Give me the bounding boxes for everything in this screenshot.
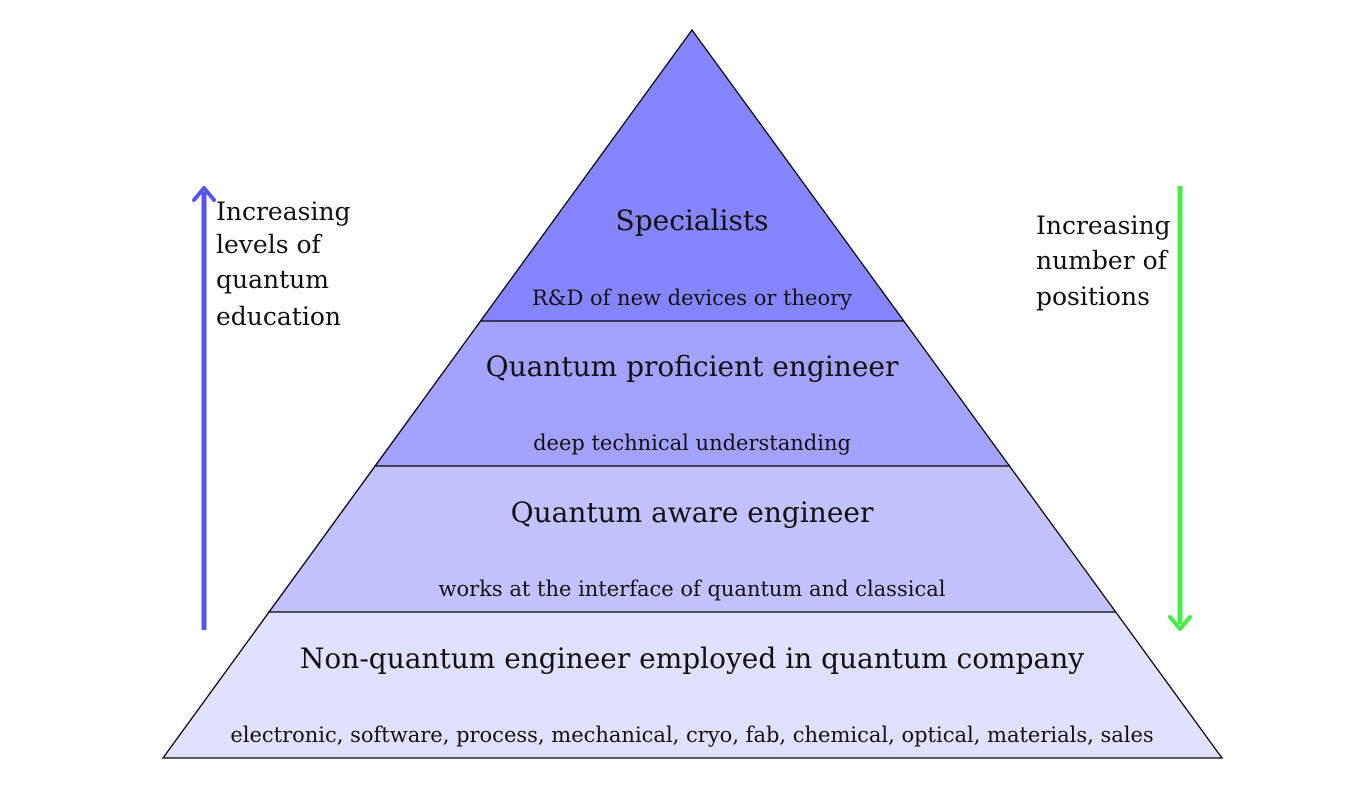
right-arrow-head: [1168, 615, 1192, 631]
level-4-band: [163, 612, 1222, 758]
right-down-arrow-icon: [1168, 186, 1192, 631]
level-2-title: Quantum proficient engineer: [486, 350, 899, 383]
level-4-subtitle: electronic, software, process, mechanica…: [230, 723, 1153, 747]
level-3-band: [268, 466, 1116, 612]
level-3-subtitle: works at the interface of quantum and cl…: [439, 577, 946, 601]
level-3-title: Quantum aware engineer: [511, 496, 874, 529]
left-arrow-head: [192, 186, 216, 202]
level-1-band: [480, 30, 904, 321]
level-1-title: Specialists: [616, 204, 769, 237]
left-up-arrow-icon: [192, 186, 216, 630]
level-2-subtitle: deep technical understanding: [533, 431, 851, 455]
pyramid-outline: [161, 28, 1224, 759]
left-annotation-line-2: levels of: [216, 230, 323, 259]
level-4-title: Non-quantum engineer employed in quantum…: [300, 642, 1084, 675]
level-1-subtitle: R&D of new devices or theory: [532, 286, 852, 310]
level-2-band: [374, 321, 1010, 466]
right-annotation-line-1: Increasing: [1036, 211, 1171, 240]
right-annotation-line-2: number of: [1036, 246, 1169, 275]
left-annotation-line-4: education: [216, 302, 341, 331]
left-annotation-line-1: Increasing: [216, 197, 351, 226]
right-annotation-line-3: positions: [1036, 282, 1150, 311]
left-annotation-line-3: quantum: [216, 265, 329, 294]
